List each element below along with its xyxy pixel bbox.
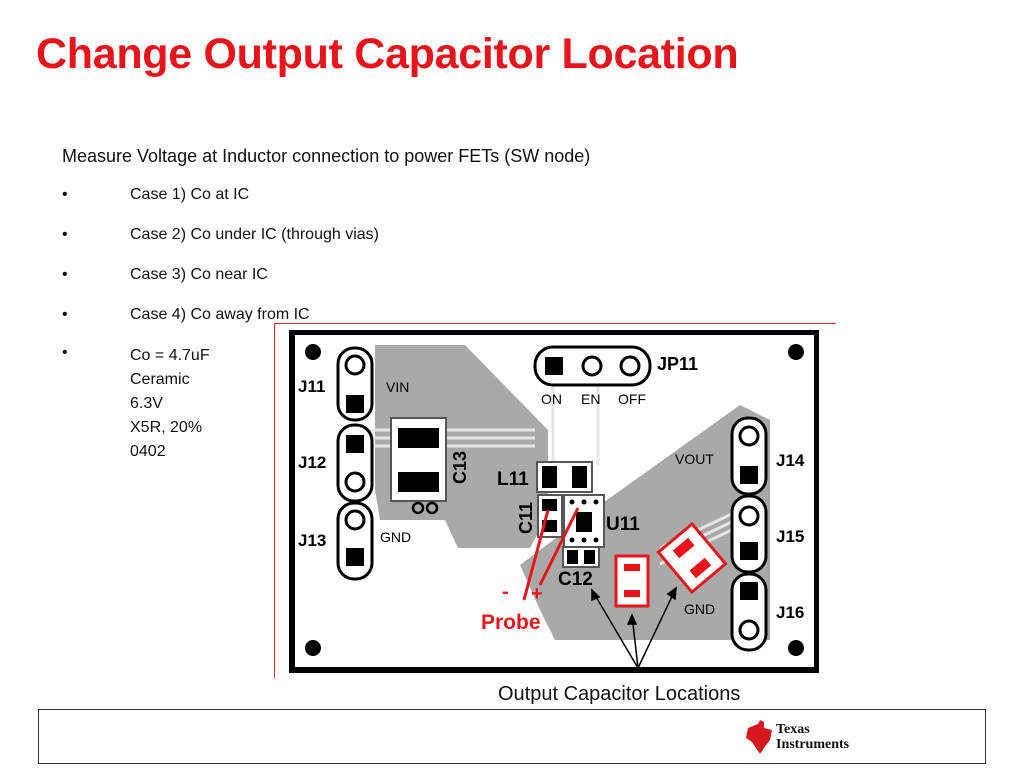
texas-instruments-logo: [746, 720, 772, 754]
label-c13: C13: [450, 451, 470, 484]
label-u11: U11: [606, 514, 640, 535]
footer-bar: [38, 709, 986, 764]
probe-plus-label: +: [531, 583, 543, 605]
label-j15: J15: [776, 527, 804, 546]
label-gnd-right: GND: [684, 601, 715, 617]
case-2-text: Case 2) Co under IC (through vias): [130, 226, 379, 243]
copper-pour-vout: [520, 405, 770, 640]
mounting-hole: [788, 640, 804, 656]
capacitor-c12: [562, 546, 600, 568]
via: [411, 501, 425, 515]
spec-voltage: 6.3V: [130, 395, 163, 412]
label-c12: C12: [558, 569, 593, 590]
ic-u11: [563, 494, 605, 548]
label-vin: VIN: [386, 379, 409, 395]
spec-tolerance: X5R, 20%: [130, 419, 203, 436]
probe-minus-lead: [522, 509, 550, 601]
mounting-hole: [305, 344, 321, 360]
case-1-text: Case 1) Co at IC: [130, 186, 250, 203]
label-jp11: JP11: [657, 354, 698, 374]
label-vout: VOUT: [675, 451, 714, 467]
capacitor-spec: Co = 4.7uF Ceramic 6.3V X5R, 20% 0402: [130, 344, 210, 464]
label-j12: J12: [298, 453, 326, 472]
label-j11: J11: [298, 377, 325, 396]
spec-value: Co = 4.7uF: [130, 347, 210, 364]
bullet-marker: •: [62, 344, 68, 361]
label-off: OFF: [618, 391, 646, 407]
connector-j16: [730, 572, 768, 652]
connector-j15: [730, 494, 768, 574]
label-en: EN: [581, 391, 600, 407]
connector-j13: [336, 501, 374, 581]
capacitor-location-near-ic: [614, 554, 650, 608]
diagram-caption: Output Capacitor Locations: [498, 683, 741, 705]
via: [425, 501, 439, 515]
connector-j11: [336, 346, 374, 422]
mounting-hole: [305, 640, 321, 656]
mounting-hole: [788, 344, 804, 360]
label-j13: J13: [298, 531, 326, 550]
capacitor-location-away-from-ic: [656, 521, 728, 595]
label-j16: J16: [776, 603, 804, 622]
probe-label: Probe: [481, 611, 541, 634]
logo-line-2: Instruments: [776, 737, 850, 752]
capacitor-c13: [390, 417, 447, 502]
connector-j14: [730, 416, 768, 496]
label-l11: L11: [497, 469, 529, 490]
bullet-marker: •: [62, 226, 68, 243]
spec-dielectric: Ceramic: [130, 371, 190, 388]
location-pointer-arrows: [591, 586, 677, 669]
pcb-layout-diagram: J11 J12 J13 J14 J15 J16 JP11 L11 U11 C12…: [289, 330, 819, 673]
case-3-text: Case 3) Co near IC: [130, 266, 268, 283]
logo-wordmark: Texas Instruments: [776, 722, 849, 752]
bullet-marker: •: [62, 186, 68, 203]
divider-line: [274, 323, 275, 678]
bullet-marker: •: [62, 306, 68, 323]
label-c11: C11: [516, 502, 536, 534]
probe-minus-label: -: [502, 581, 509, 603]
divider-line: [274, 323, 836, 324]
bullet-marker: •: [62, 266, 68, 283]
label-gnd-left: GND: [380, 529, 411, 545]
case-4-text: Case 4) Co away from IC: [130, 306, 310, 323]
spec-package: 0402: [130, 443, 166, 460]
label-on: ON: [541, 391, 562, 407]
label-j14: J14: [776, 451, 805, 470]
connector-j12: [336, 423, 374, 503]
intro-text: Measure Voltage at Inductor connection t…: [62, 146, 591, 166]
inductor-l11: [536, 461, 593, 493]
jumper-jp11: [533, 345, 652, 387]
texas-state-icon: [746, 720, 772, 754]
slide-title: Change Output Capacitor Location: [36, 30, 739, 78]
probe-plus-lead: [538, 507, 580, 586]
logo-line-1: Texas: [776, 722, 810, 737]
